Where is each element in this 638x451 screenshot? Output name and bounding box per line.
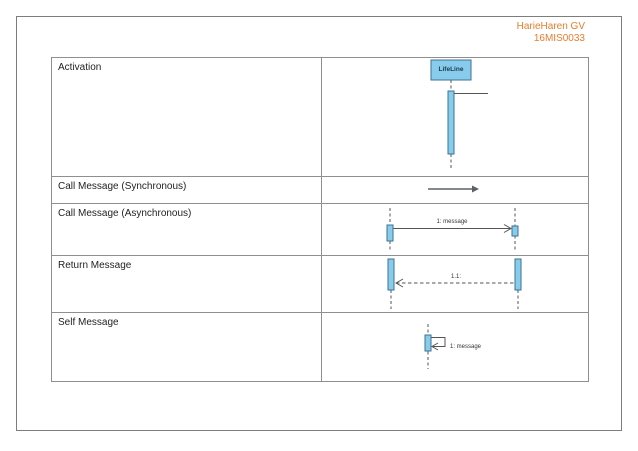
row-label: Call Message (Asynchronous) xyxy=(52,204,322,255)
table-row-activation: Activation LifeLine xyxy=(52,58,588,177)
table-row-async-call: Call Message (Asynchronous) 1: message xyxy=(52,204,588,256)
sender-activation-bar xyxy=(386,224,394,242)
row-label: Return Message xyxy=(52,256,322,312)
activation-diagram: LifeLine xyxy=(322,58,588,176)
lifeline-label: LifeLine xyxy=(439,66,464,73)
return-arrow-open-head xyxy=(394,278,404,288)
self-message-label: 1: message xyxy=(450,344,482,350)
async-call-diagram: 1: message xyxy=(322,204,588,255)
self-message-open-head xyxy=(431,342,439,351)
activation-bar xyxy=(424,334,432,352)
activation-svg: LifeLine xyxy=(430,59,488,168)
doc-header: HarieHaren GV 16MIS0033 xyxy=(517,21,585,45)
sync-arrow-head xyxy=(472,185,479,193)
return-message-diagram: 1.1: xyxy=(322,256,588,312)
return-message-label: 1.1: xyxy=(451,274,461,280)
row-label: Call Message (Synchronous) xyxy=(52,177,322,203)
left-activation-bar xyxy=(387,258,395,291)
row-label: Self Message xyxy=(52,313,322,381)
self-message-diagram: 1: message xyxy=(322,313,588,381)
table-row-return-message: Return Message 1.1: xyxy=(52,256,588,313)
receiver-activation-bar xyxy=(511,225,519,237)
async-call-svg: 1: message xyxy=(386,208,519,251)
async-message-label: 1: message xyxy=(436,219,468,225)
table-row-self-message: Self Message 1: message xyxy=(52,313,588,381)
return-message-svg: 1.1: xyxy=(387,258,522,309)
header-student-id: 16MIS0033 xyxy=(533,33,585,44)
sync-call-diagram xyxy=(322,177,588,203)
activation-bar xyxy=(447,90,455,155)
uml-notation-table: Activation LifeLine Call Message (Synchr… xyxy=(51,57,589,382)
row-label: Activation xyxy=(52,58,322,176)
table-row-sync-call: Call Message (Synchronous) xyxy=(52,177,588,204)
async-arrow-open-head xyxy=(503,224,513,233)
right-activation-bar xyxy=(514,258,522,291)
header-author: HarieHaren GV xyxy=(516,21,585,32)
self-message-loop-line xyxy=(431,337,446,347)
sync-call-svg xyxy=(428,185,479,193)
self-message-svg: 1: message xyxy=(424,324,482,369)
